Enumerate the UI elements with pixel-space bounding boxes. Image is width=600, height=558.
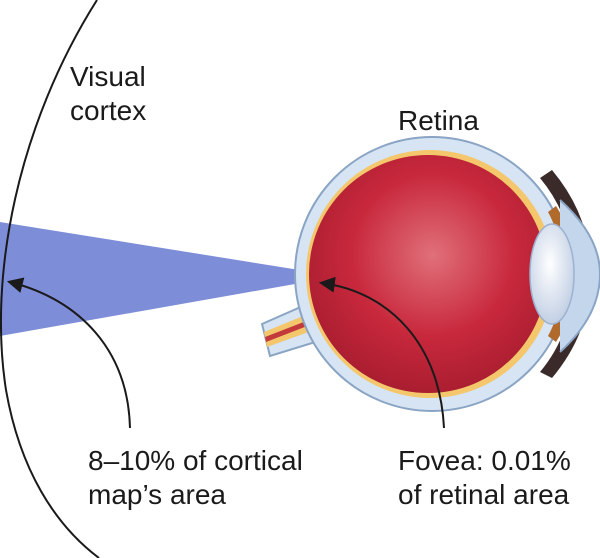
cornea [559,199,600,353]
retina-label: Retina [398,105,479,136]
lens [529,223,575,325]
fovea-arrow [318,276,445,429]
cortical-map-arrow [6,277,131,429]
visual-cortex-label: Visual cortex [70,60,146,128]
visual-cortex-boundary [0,0,100,558]
fovea-area-caption-line-2: of retinal area [398,479,570,510]
visual-cortex-label-line-1: Visual [70,61,146,92]
fovea-area-caption: Fovea: 0.01% of retinal area [398,444,571,512]
cortical-area-caption-line-1: 8–10% of cortical [88,445,303,476]
eyeball [309,155,547,393]
cortical-projection-wedge [0,222,312,336]
visual-cortex-label-line-2: cortex [70,95,147,126]
cortical-area-caption: 8–10% of cortical map’s area [88,444,303,512]
cortical-area-caption-line-2: map’s area [88,479,227,510]
fovea-area-caption-line-1: Fovea: 0.01% [398,445,571,476]
